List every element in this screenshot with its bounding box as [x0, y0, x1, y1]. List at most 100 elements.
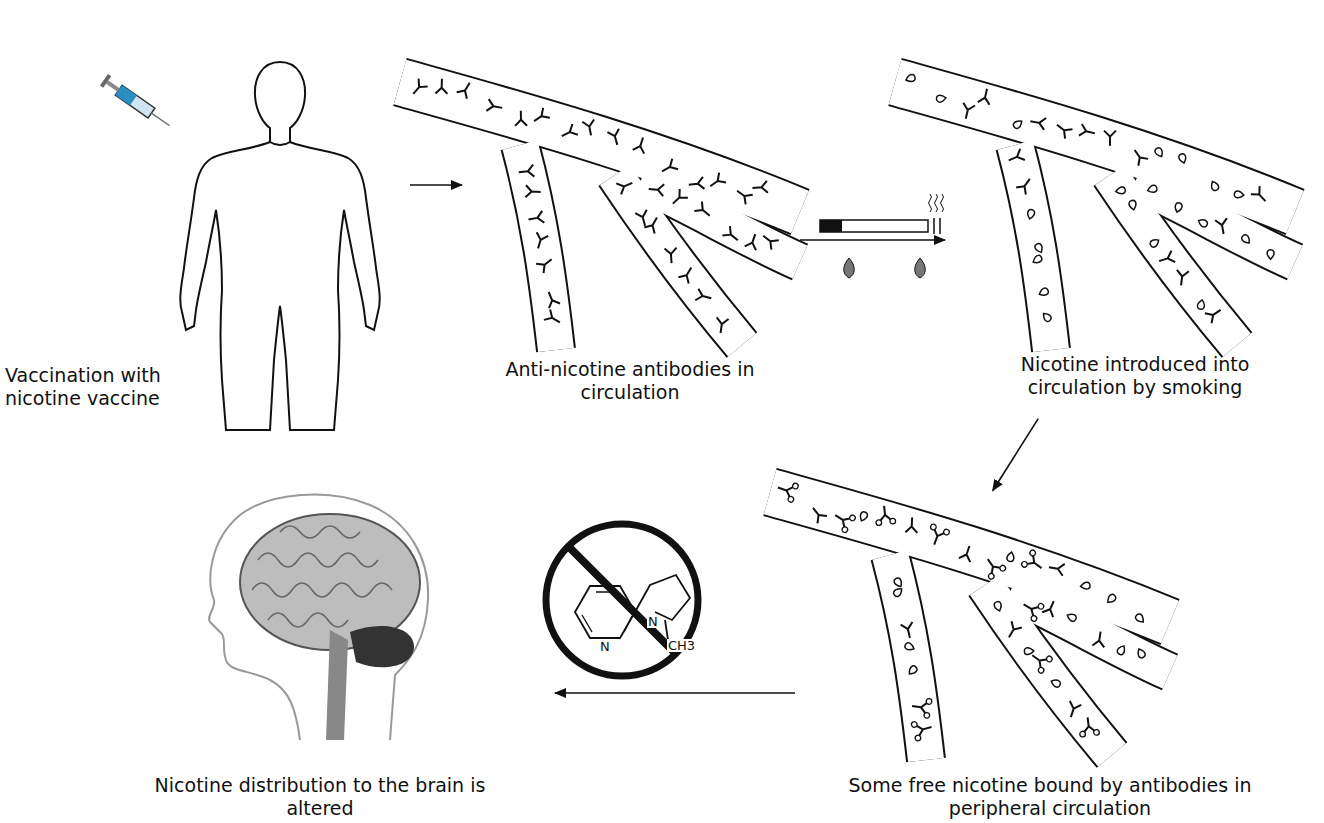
bound-antibody: [1026, 647, 1053, 674]
antibody: [901, 622, 916, 639]
antibody: [665, 248, 678, 264]
flow-arrow: [555, 692, 795, 694]
antibody: [1079, 124, 1096, 139]
antibody: [543, 290, 560, 308]
antibody: [648, 183, 664, 196]
nicotine-drop: [1038, 287, 1049, 297]
blood-vessel: [400, 78, 800, 350]
flow-arrow: [993, 419, 1039, 491]
antibody: [960, 103, 975, 120]
head-brain: [209, 495, 428, 740]
antibody: [695, 289, 713, 304]
bound-antibody: [874, 505, 895, 526]
vessel-wall: [770, 492, 1170, 622]
nicotine-drop: [1116, 644, 1127, 656]
antibody: [532, 232, 548, 250]
nicotine-drop: [892, 586, 904, 597]
antibody: [752, 181, 768, 194]
atom-label: N: [599, 640, 611, 653]
nicotine-drop: [1154, 147, 1165, 159]
antibody: [1092, 631, 1106, 648]
flow-arrow: [410, 184, 462, 186]
nicotine-drop: [1147, 185, 1158, 194]
vessel-wall: [895, 82, 1295, 212]
antibody: [1016, 175, 1035, 194]
nicotine-drop: [907, 665, 918, 677]
nicotine-drop: [1115, 186, 1126, 194]
antibody: [644, 214, 662, 233]
nicotine-drop: [1240, 234, 1251, 246]
nicotine-drop: [936, 94, 946, 102]
antibody: [1029, 115, 1046, 129]
vessel-wall: [400, 82, 800, 212]
bound-antibody: [980, 554, 1007, 581]
diagram-panel: Vaccination with nicotine vaccine: [5, 60, 390, 415]
cigarette: [820, 194, 944, 278]
nicotine-drop: [1034, 242, 1045, 254]
nicotine-drop: [1234, 191, 1244, 199]
nicotine-drop: [1066, 612, 1078, 622]
antibody: [694, 202, 713, 221]
panel-caption: Vaccination with nicotine vaccine: [5, 364, 220, 412]
bound-antibody: [1078, 716, 1100, 737]
nicotine-drop: [858, 511, 868, 522]
antibody: [978, 87, 993, 104]
bound-antibody: [775, 478, 799, 503]
bound-antibody: [1019, 596, 1045, 622]
antibody: [1205, 305, 1224, 323]
nicotine-drop: [1178, 153, 1187, 164]
antibody: [518, 165, 534, 179]
nicotine-drop: [1197, 299, 1206, 310]
person-outline: [180, 62, 379, 430]
antibody: [1065, 701, 1081, 719]
nicotine-drop: [893, 577, 904, 589]
antibody: [745, 232, 761, 250]
antibody: [559, 124, 578, 142]
nicotine-drop: [1050, 678, 1061, 688]
nicotine-drop: [1267, 250, 1274, 260]
vessel-wall: [770, 492, 1170, 622]
nicotine-drop: [1106, 593, 1118, 604]
nicotine-drop: [1012, 119, 1024, 130]
nicotine-drop: [993, 601, 1002, 612]
antibody: [669, 189, 688, 208]
antibody: [1004, 621, 1022, 640]
antibody: [905, 517, 918, 533]
antibody: [678, 264, 696, 283]
vessel-wall: [985, 585, 1112, 755]
flow-arrow: [800, 239, 945, 241]
antibody: [616, 177, 635, 194]
bound-antibody: [830, 507, 856, 534]
nicotine-drop: [1197, 218, 1209, 228]
panel-caption: Nicotine distribution to the brain is al…: [150, 774, 490, 822]
blood-vessel: [895, 74, 1295, 350]
antibody: [1006, 149, 1024, 166]
nicotine-drop: [1149, 237, 1161, 248]
antibody: [457, 80, 475, 99]
antibody: [1175, 270, 1189, 286]
blood-vessel: [770, 478, 1170, 760]
antibody: [525, 185, 541, 198]
nicotine-drop: [905, 74, 916, 83]
vessel-wall: [1110, 175, 1237, 345]
panel-caption: Nicotine introduced into circulation by …: [975, 353, 1295, 401]
antibody: [531, 108, 550, 126]
antibody: [1042, 599, 1059, 618]
nicotine-drop: [1136, 647, 1146, 659]
antibody: [808, 504, 827, 523]
antibody: [722, 226, 741, 245]
nicotine-drop: [1041, 311, 1052, 323]
nicotine-drop: [1209, 180, 1219, 191]
antibody: [435, 78, 448, 93]
antibody: [959, 544, 975, 562]
vessel-wall: [895, 82, 1295, 212]
antibody: [1215, 218, 1229, 235]
antibody: [1048, 561, 1065, 575]
atom-label: CH3: [667, 639, 696, 652]
nicotine-drop: [1031, 254, 1043, 265]
panel-caption: Some free nicotine bound by antibodies i…: [810, 774, 1290, 822]
diagram-panel: Nicotine introduced into circulation by …: [950, 55, 1320, 400]
nicotine-drop: [1026, 209, 1035, 220]
